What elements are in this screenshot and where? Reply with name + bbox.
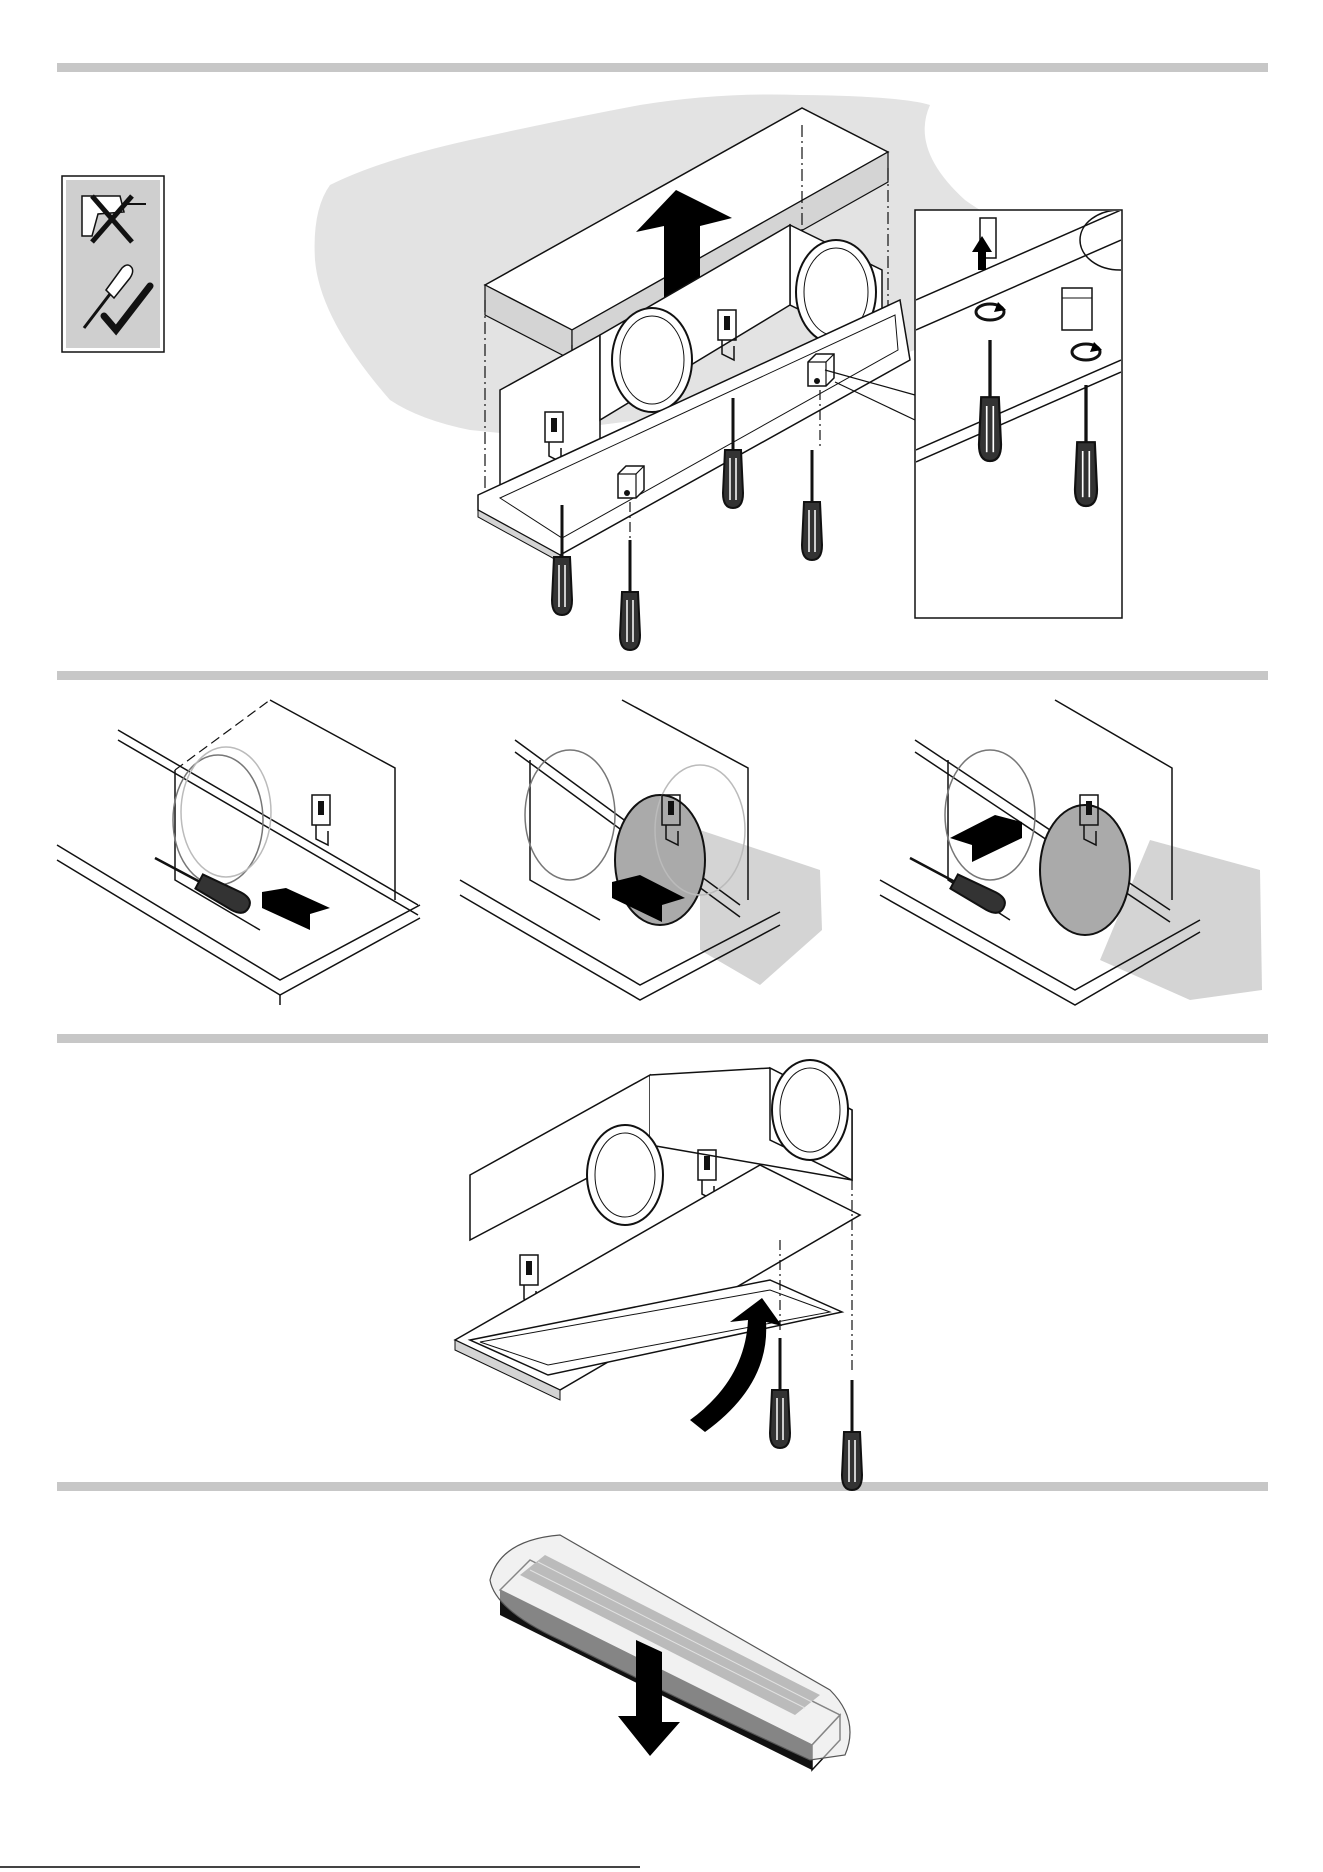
step-2-panel-a bbox=[57, 700, 420, 1005]
footer-rule bbox=[0, 1866, 640, 1868]
step-3-illustration bbox=[455, 1060, 862, 1490]
detail-inset bbox=[915, 210, 1160, 618]
step-1-illustration bbox=[62, 94, 1160, 650]
step-2-illustration bbox=[57, 700, 1262, 1005]
step-2-panel-b bbox=[460, 700, 822, 1000]
tool-icon-panel bbox=[62, 176, 164, 352]
step-2-panel-c bbox=[880, 700, 1262, 1005]
step-4-illustration bbox=[490, 1535, 850, 1770]
